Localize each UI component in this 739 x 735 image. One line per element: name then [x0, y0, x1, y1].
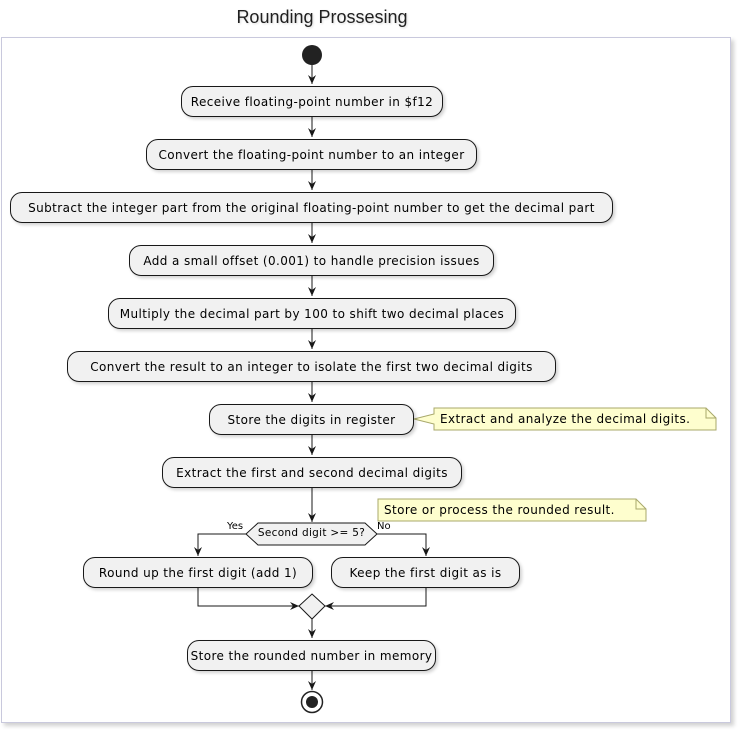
edge-merge-right: [325, 588, 427, 610]
decision-no-label: No: [377, 521, 391, 532]
activity-convert-result: Convert the result to an integer to isol…: [67, 351, 556, 382]
note-process: Store or process the rounded result.: [384, 503, 615, 517]
activity-offset: Add a small offset (0.001) to handle pre…: [129, 245, 494, 276]
decision-node: [245, 522, 378, 546]
activity-keep: Keep the first digit as is: [331, 557, 520, 588]
activity-store-digits: Store the digits in register: [209, 404, 414, 435]
start-node: [302, 45, 322, 65]
activity-store-rounded: Store the rounded number in memory: [187, 640, 436, 671]
activity-multiply: Multiply the decimal part by 100 to shif…: [108, 298, 516, 329]
activity-extract: Extract the first and second decimal dig…: [162, 457, 462, 488]
note-analyze-shape: [413, 407, 717, 431]
merge-node: [298, 593, 326, 620]
activity-round-up: Round up the first digit (add 1): [83, 557, 313, 588]
activity-convert-integer: Convert the floating-point number to an …: [146, 139, 477, 170]
note-analyze: Extract and analyze the decimal digits.: [440, 412, 691, 426]
edge-no: [377, 533, 430, 556]
diagram-title: Rounding Prossesing: [236, 7, 408, 27]
note-process-shape: [377, 498, 647, 522]
edge-yes: [194, 533, 246, 556]
edge-merge-left: [197, 588, 299, 610]
activity-subtract: Subtract the integer part from the origi…: [10, 192, 613, 223]
decision-yes-label: Yes: [227, 521, 244, 532]
activity-receive: Receive floating-point number in $f12: [181, 86, 443, 117]
end-node-inner: [306, 696, 318, 708]
decision-question: Second digit >= 5?: [257, 527, 366, 539]
